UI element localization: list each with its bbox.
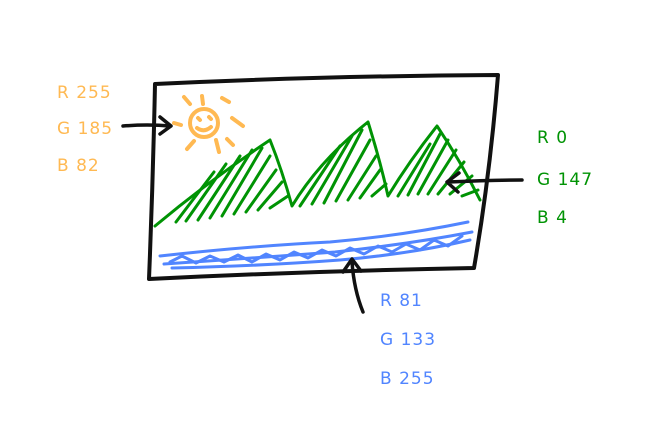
mountains-b-label: B 4: [537, 208, 568, 228]
water-b-label: B 255: [380, 369, 435, 389]
sun-drawing: [172, 94, 245, 154]
picture-frame: [147, 73, 500, 281]
sun-arrow-icon: [121, 115, 173, 136]
mountains-r-label: R 0: [537, 128, 568, 148]
mountains-arrow-icon: [445, 171, 524, 194]
water-r-label: R 81: [380, 291, 423, 311]
water-drawing: [158, 220, 474, 270]
water-g-label: G 133: [380, 330, 436, 350]
arrows: [121, 115, 524, 314]
sun-b-label: B 82: [57, 156, 100, 176]
sun-g-label: G 185: [57, 119, 113, 139]
mountains-drawing: [153, 120, 482, 228]
sun-r-label: R 255: [57, 83, 112, 103]
mountains-g-label: G 147: [537, 170, 593, 190]
water-arrow-icon: [341, 257, 365, 314]
